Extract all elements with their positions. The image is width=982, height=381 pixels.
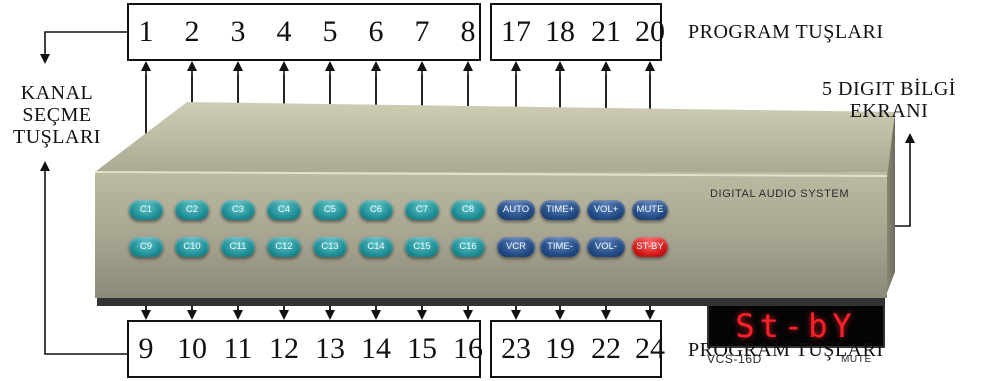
top-left-numbers-label: 8 (445, 17, 491, 47)
bottom-button-st-by[interactable]: ST-BY (632, 237, 668, 257)
display-info-label: 5 DIGIT BİLGİ EKRANI (800, 78, 978, 122)
bottom-left-numbers-label: 15 (399, 334, 445, 364)
top-button-c8[interactable]: C8 (451, 200, 485, 220)
top-right-numbers-label: 20 (627, 17, 673, 47)
bottom-button-c12[interactable]: C12 (267, 237, 301, 257)
display-label-line-1: 5 DIGIT BİLGİ (800, 78, 978, 100)
channel-label-line-3: TUŞLARI (2, 126, 112, 148)
bottom-left-numbers-label: 13 (307, 334, 353, 364)
channel-label-line-1: KANAL (2, 82, 112, 104)
bottom-button-vol[interactable]: VOL- (587, 237, 625, 257)
top-button-auto[interactable]: AUTO (497, 200, 535, 220)
bottom-button-time[interactable]: TIME- (540, 237, 580, 257)
bottom-right-numbers-label: 22 (583, 334, 629, 364)
top-button-c3[interactable]: C3 (221, 200, 255, 220)
bottom-right-numbers-label: 24 (627, 334, 673, 364)
bottom-left-numbers-label: 16 (445, 334, 491, 364)
program-keys-label-top: PROGRAM TUŞLARI (688, 21, 884, 43)
top-left-numbers-label: 7 (399, 17, 445, 47)
device-body (95, 102, 895, 312)
brand-label: DIGITAL AUDIO SYSTEM (710, 188, 849, 200)
bottom-right-numbers-label: 23 (493, 334, 539, 364)
top-button-c5[interactable]: C5 (313, 200, 347, 220)
bottom-left-numbers-label: 10 (169, 334, 215, 364)
bottom-right-numbers-label: 19 (537, 334, 583, 364)
top-right-numbers-label: 21 (583, 17, 629, 47)
top-button-c2[interactable]: C2 (175, 200, 209, 220)
top-button-vol[interactable]: VOL+ (587, 200, 625, 220)
bottom-button-c11[interactable]: C11 (221, 237, 255, 257)
top-left-numbers-label: 6 (353, 17, 399, 47)
bottom-button-c13[interactable]: C13 (313, 237, 347, 257)
top-button-c1[interactable]: C1 (129, 200, 163, 220)
bottom-button-c9[interactable]: C9 (129, 237, 163, 257)
bottom-left-numbers-label: 14 (353, 334, 399, 364)
top-left-numbers-label: 5 (307, 17, 353, 47)
arrow-to-channel-label-top (45, 32, 127, 62)
top-right-numbers-label: 17 (493, 17, 539, 47)
top-button-time[interactable]: TIME+ (540, 200, 580, 220)
bottom-left-numbers-label: 11 (215, 334, 261, 364)
channel-label-line-2: SEÇME (2, 104, 112, 126)
display-label-line-2: EKRANI (800, 100, 978, 122)
top-right-numbers-label: 18 (537, 17, 583, 47)
top-left-numbers-label: 3 (215, 17, 261, 47)
top-left-numbers-label: 1 (123, 17, 169, 47)
top-button-c4[interactable]: C4 (267, 200, 301, 220)
bottom-button-vcr[interactable]: VCR (497, 237, 535, 257)
top-left-numbers-label: 4 (261, 17, 307, 47)
top-button-mute[interactable]: MUTE (632, 200, 668, 220)
bottom-left-numbers-label: 9 (123, 334, 169, 364)
program-keys-label-bottom: PROGRAM TUŞLARI (688, 339, 884, 361)
bottom-button-c15[interactable]: C15 (405, 237, 439, 257)
channel-select-keys-label: KANAL SEÇME TUŞLARI (2, 82, 112, 148)
bottom-button-c14[interactable]: C14 (359, 237, 393, 257)
bottom-left-numbers-label: 12 (261, 334, 307, 364)
bottom-button-c10[interactable]: C10 (175, 237, 209, 257)
top-button-c7[interactable]: C7 (405, 200, 439, 220)
top-left-numbers-label: 2 (169, 17, 215, 47)
bottom-button-c16[interactable]: C16 (451, 237, 485, 257)
device-front-panel: DIGITAL AUDIO SYSTEM VCS-16D MUTE St-bY … (95, 102, 895, 312)
top-button-c6[interactable]: C6 (359, 200, 393, 220)
